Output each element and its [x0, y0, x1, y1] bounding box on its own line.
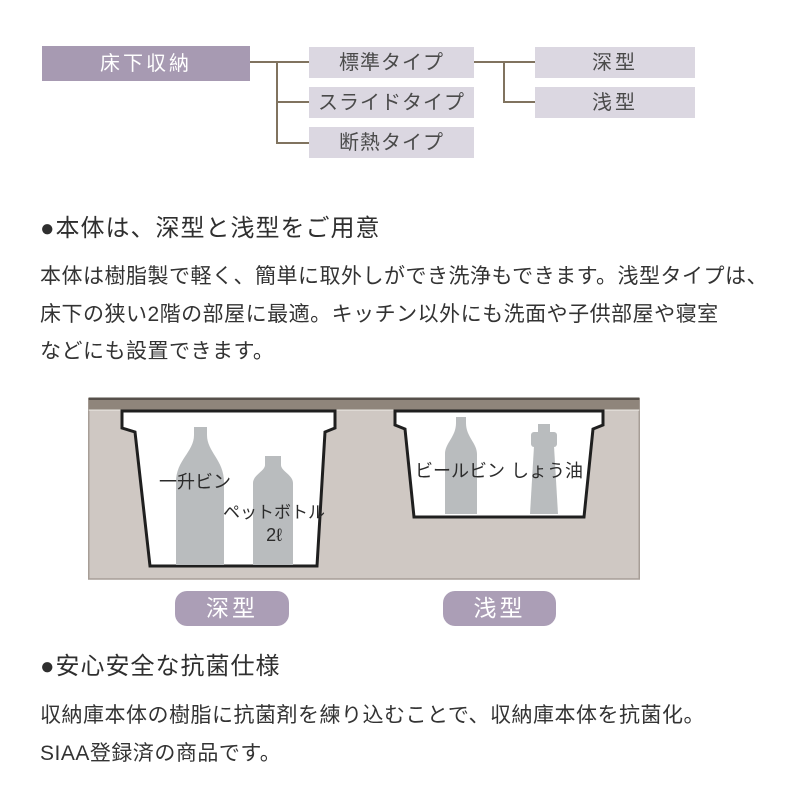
flowchart-node-deep-type: 深型: [535, 47, 695, 78]
body-types-text-line: などにも設置できます。: [40, 340, 275, 363]
connector-line: [250, 61, 309, 63]
soy-bottle-body-icon: [530, 446, 558, 514]
floor-board-top-line: [88, 397, 640, 400]
body-types-text-line: 床下の狭い2階の部屋に最適。キッチン以外にも洗面や子供部屋や寝室: [40, 302, 719, 326]
floor-board: [88, 398, 640, 410]
body-types-text-line: 本体は樹脂製で軽く、簡単に取外しができ洗浄もできます。浅型タイプは、: [40, 265, 769, 288]
deep-item-label-pet-bottle-size: 2ℓ: [266, 525, 282, 545]
flowchart-root-node: 床下収納: [42, 46, 250, 81]
flowchart-node-standard-type: 標準タイプ: [309, 47, 474, 78]
section-heading-body-types: ●本体は、深型と浅型をご用意: [40, 215, 381, 242]
connector-line: [276, 101, 309, 103]
beer-bottle-icon: [445, 417, 477, 514]
connector-line: [503, 61, 505, 103]
soy-bottle-collar-icon: [531, 432, 557, 447]
shallow-type-tag: 浅型: [443, 591, 556, 626]
deep-item-label-sake-bottle: 一升ビン: [159, 472, 231, 492]
sake-bottle-icon: [176, 427, 224, 565]
antibacterial-text-line: SIAA登録済の商品です。: [40, 741, 282, 765]
floor-board-bottom-line: [88, 409, 640, 411]
connector-line: [276, 142, 309, 144]
flowchart-node-insulated-type: 断熱タイプ: [309, 127, 474, 158]
deep-type-tag: 深型: [175, 591, 289, 626]
connector-line: [503, 101, 535, 103]
section-antibacterial-text: 収納庫本体の樹脂に抗菌剤を練り込むことで、収納庫本体を抗菌化。 SIAA登録済の…: [40, 697, 780, 772]
flowchart-node-slide-type: スライドタイプ: [309, 87, 474, 118]
shallow-item-label-soy-sauce: しょう油: [511, 461, 583, 481]
soy-bottle-cap-icon: [538, 424, 550, 433]
section-heading-antibacterial: ●安心安全な抗菌仕様: [40, 653, 281, 680]
deep-item-label-pet-bottle: ペットボトル: [223, 503, 325, 522]
section-body-types-text: 本体は樹脂製で軽く、簡単に取外しができ洗浄もできます。浅型タイプは、 床下の狭い…: [40, 258, 780, 371]
shallow-item-label-beer-bottle: ビールビン: [415, 461, 505, 481]
cross-section-illustration: 一升ビン ペットボトル 2ℓ ビールビン しょう油: [88, 396, 640, 582]
pet-bottle-icon: [253, 456, 293, 565]
flowchart-node-shallow-type: 浅型: [535, 87, 695, 118]
antibacterial-text-line: 収納庫本体の樹脂に抗菌剤を練り込むことで、収納庫本体を抗菌化。: [40, 704, 706, 727]
